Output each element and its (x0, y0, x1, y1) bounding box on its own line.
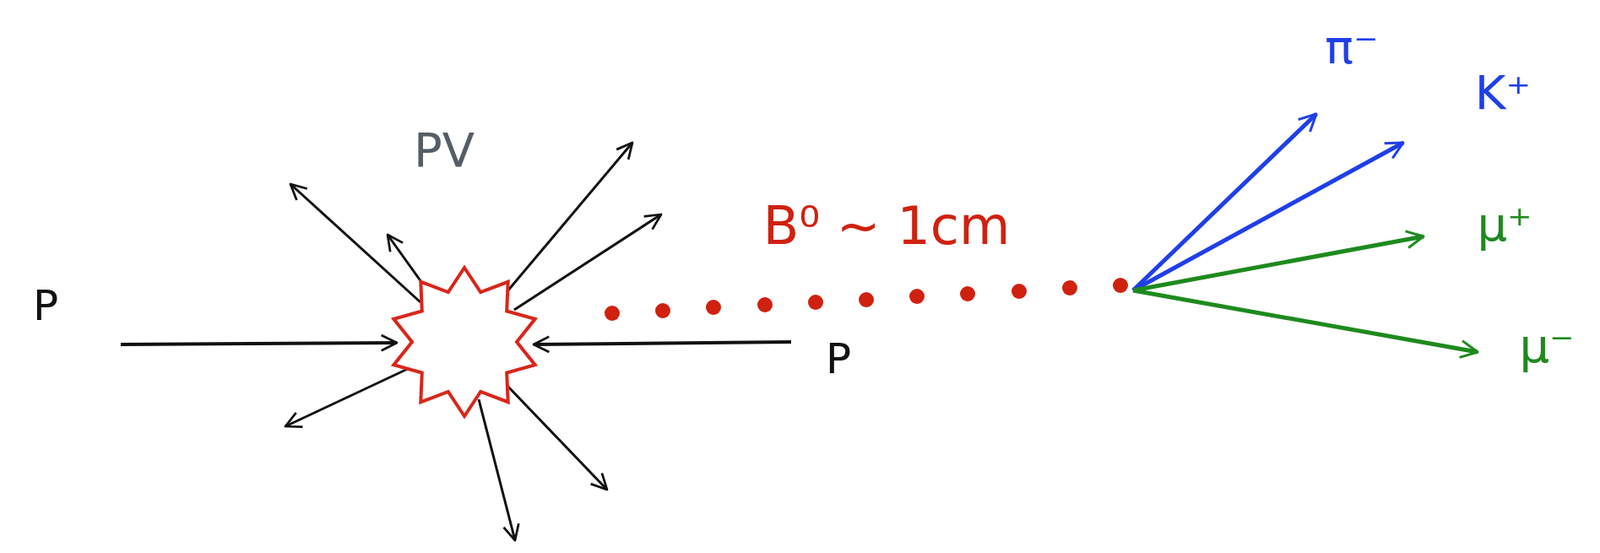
proton-beam (533, 341, 792, 345)
muon-tracks (1133, 236, 1478, 353)
kaon-label: K⁺ (1475, 69, 1531, 117)
muon-label: μ⁻ (1518, 322, 1574, 370)
b-flight-dots (604, 277, 1129, 321)
proton-beam (120, 342, 397, 345)
collision-star (393, 267, 535, 417)
pv-tracks (285, 142, 662, 541)
proton-label: P (32, 284, 59, 327)
muon-label: μ⁺ (1476, 200, 1532, 249)
proton-label: P (825, 337, 852, 380)
meson-label: B⁰ ~ 1cm (763, 200, 1011, 253)
pion-label: π⁻ (1324, 23, 1378, 71)
vertex-label: PV (413, 126, 475, 174)
